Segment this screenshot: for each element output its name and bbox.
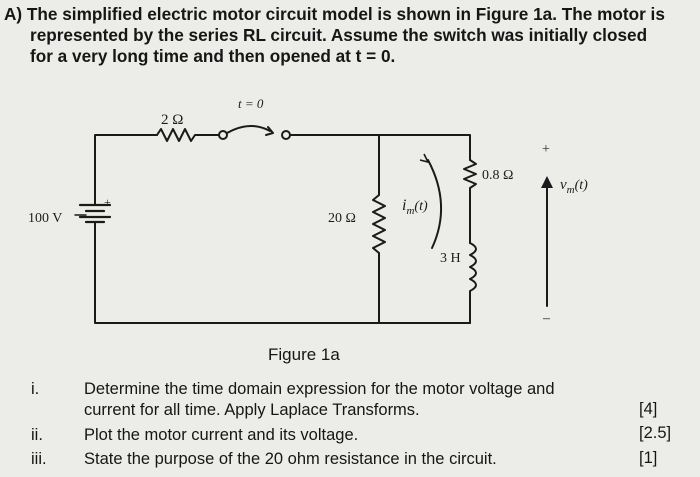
question-2-number: ii. [31,426,43,444]
figure-caption: Figure 1a [268,345,340,364]
problem-line-2: represented by the series RL circuit. As… [30,25,648,45]
resistor-0-8ohm [463,159,477,244]
problem-line-3: for a very long time and then opened at … [30,46,396,66]
question-2-line-1: Plot the motor current and its voltage. [84,426,359,444]
question-1-number: i. [31,380,40,398]
resistor-20ohm [372,194,386,254]
wire-bottom [94,221,471,324]
inductor-label: 3 H [440,251,461,266]
switch-contact-right [281,130,291,140]
question-3-line-1: State the purpose of the 20 ohm resistan… [84,450,497,468]
question-1-marks: [4] [639,400,658,418]
circuit-diagram: 100 V + 2 Ω t = 0 20 Ω im(t) 0.8 Ω 3 H +… [28,96,588,326]
question-1-line-1: Determine the time domain expression for… [84,380,555,398]
problem-statement: A) The simplified electric motor circuit… [4,4,694,67]
motor-voltage-label: vm(t) [560,177,588,196]
current-arrow-arc [427,159,442,249]
resistor-2ohm [156,128,220,142]
source-voltage-label: 100 V [28,211,62,226]
switch-time-label: t = 0 [238,96,264,111]
switch-arrow-tip [265,126,274,136]
vm-plus-sign: + [542,142,550,157]
vm-minus-sign: – [542,311,551,326]
source-plus-sign: + [104,195,111,209]
question-3-number: iii. [31,450,47,468]
question-3-marks: [1] [639,449,658,467]
question-1-line-2: current for all time. Apply Laplace Tran… [84,401,420,419]
resistor-20ohm-label: 20 Ω [328,211,356,226]
current-arrowhead [419,153,430,164]
vm-arrowhead [541,176,553,188]
inductor-3h [469,242,477,324]
question-2-marks: [2.5] [639,424,672,442]
switch-contact-left [218,130,228,140]
motor-current-label: im(t) [402,197,428,217]
resistor-2ohm-label: 2 Ω [161,112,183,128]
wire-top-left [94,134,158,206]
switch-blade [226,125,271,134]
wire-top-right [289,134,471,161]
problem-line-1: A) The simplified electric motor circuit… [4,4,665,24]
battery-symbol [74,203,112,224]
resistor-0-8ohm-label: 0.8 Ω [482,168,513,183]
